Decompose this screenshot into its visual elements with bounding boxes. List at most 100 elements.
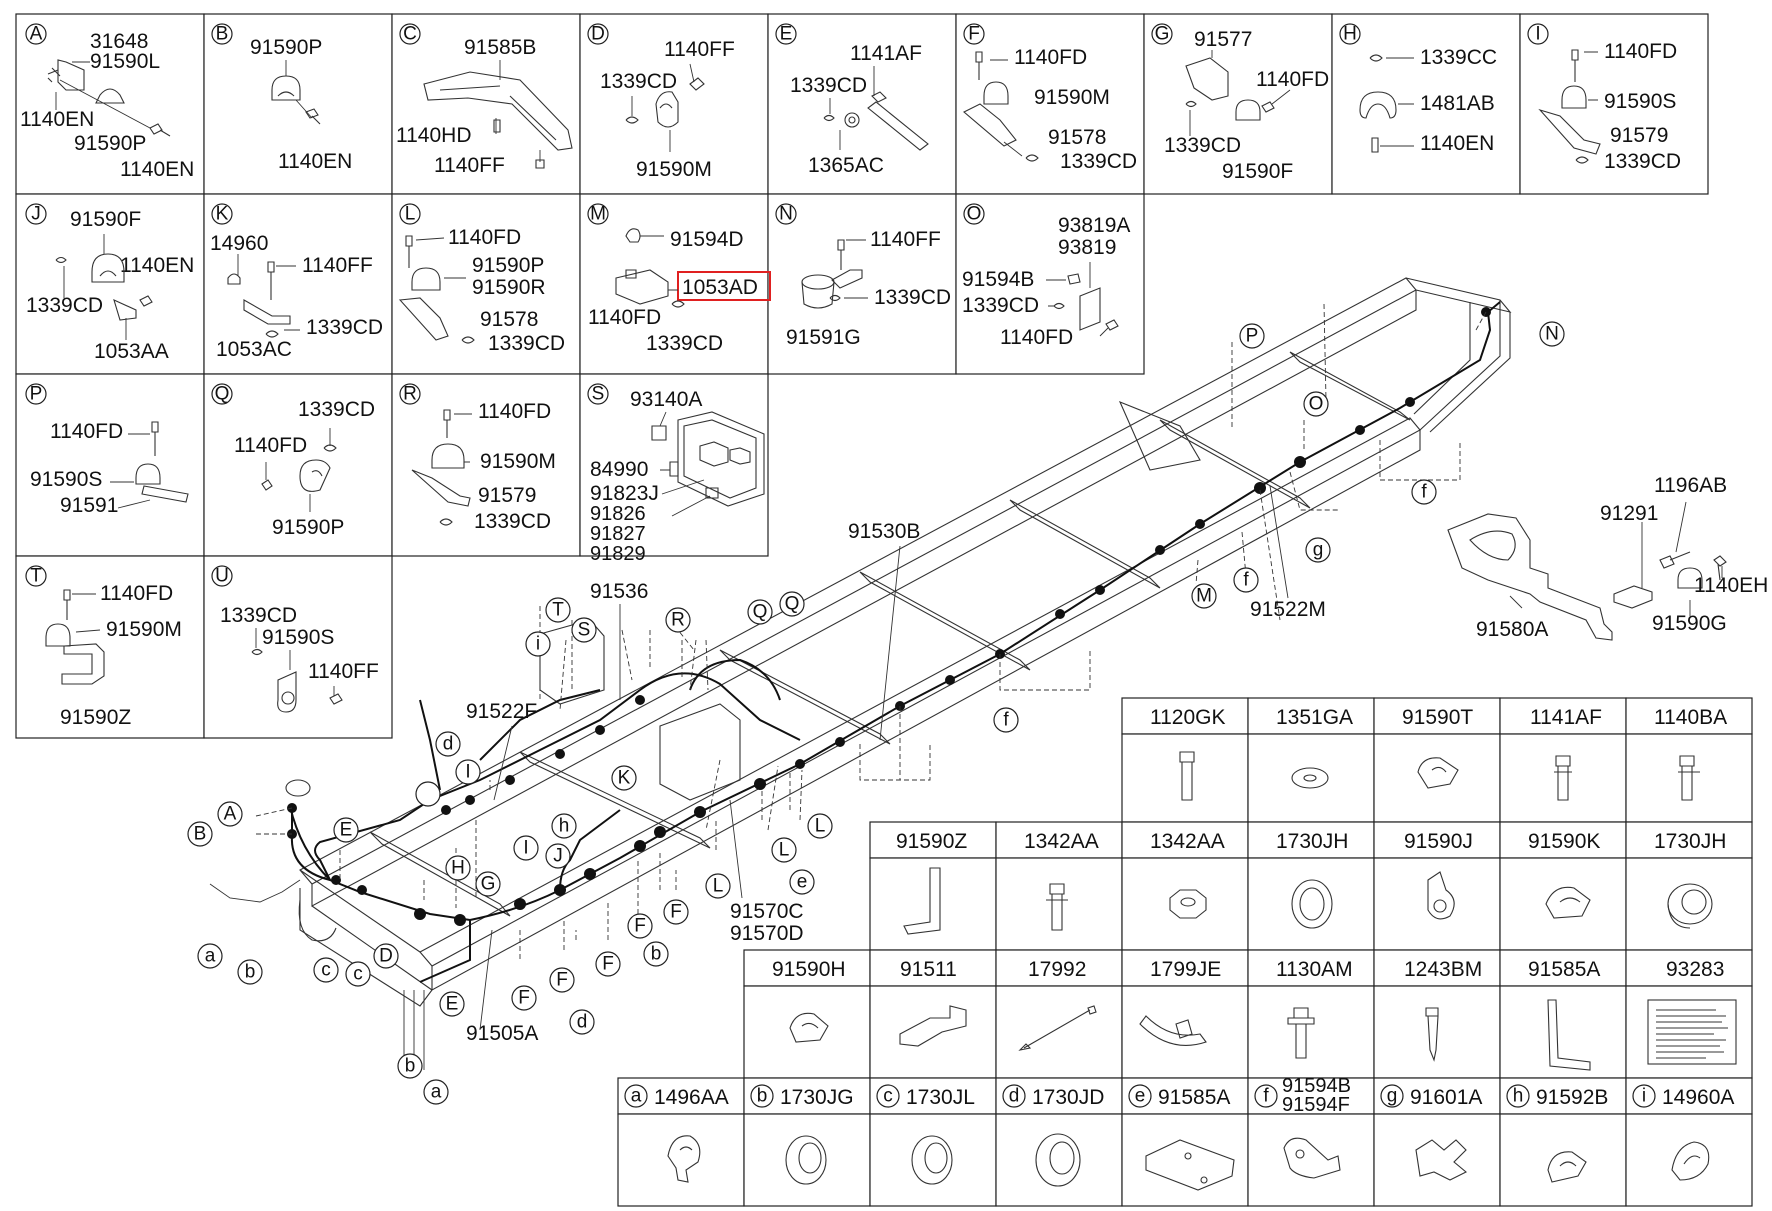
clamp-part-icon: [55, 234, 153, 340]
part-label: 1140FF: [434, 154, 505, 177]
part-label: 91590P: [272, 516, 344, 539]
panel-h: H 1339CC 1481AB 1140EN: [1339, 23, 1497, 155]
svg-text:G: G: [481, 874, 496, 895]
panel-u: U 1339CD 91590S 1140FF: [211, 565, 379, 713]
part-label: 1339CC: [1420, 46, 1497, 69]
part-label: 1141AF: [850, 42, 922, 65]
panel-n: N 1140FF 1339CD 91591G: [775, 203, 951, 349]
panel-e-letter: E: [780, 24, 793, 45]
callout-b3: b: [237, 959, 263, 985]
part-label: 1140EN: [1420, 132, 1494, 155]
label-1196ab: 1196AB: [1654, 474, 1727, 497]
part-label: 93819A: [1058, 214, 1130, 237]
part-label: 1339CD: [220, 604, 297, 627]
nut-icon: [1169, 889, 1207, 919]
part-label: 1053AA: [94, 340, 169, 363]
callout-f8: f: [1411, 479, 1437, 505]
svg-text:h: h: [1513, 1086, 1524, 1107]
part-label: 91590S: [30, 468, 102, 491]
label-91536: 91536: [590, 580, 648, 603]
svg-text:P: P: [1246, 326, 1259, 347]
panel-i-letter: I: [1535, 24, 1540, 45]
svg-text:d: d: [1009, 1086, 1020, 1107]
panel-s-letter: S: [592, 384, 605, 405]
part-label: 1053AC: [216, 338, 292, 361]
bracket-assembly: 91580A 91291 1196AB 1140EH 91590G: [1447, 474, 1768, 641]
washer-icon: [1291, 767, 1329, 789]
svg-text:e: e: [797, 872, 808, 893]
part-label: 91578: [1048, 126, 1106, 149]
part-label: 91591: [60, 494, 118, 517]
bolt-icon: [1554, 755, 1572, 801]
callout-f7: f: [993, 707, 1019, 733]
part-label: 1140FF: [302, 254, 373, 277]
strap-icon: [1018, 1005, 1097, 1051]
callout-g: G: [475, 871, 501, 897]
callout-i3: I: [513, 835, 539, 861]
label-91590g: 91590G: [1652, 612, 1727, 635]
part-label: 1339CD: [1164, 134, 1241, 157]
panel-e: E 1141AF 1339CD 1365AC: [775, 23, 929, 177]
panel-d-letter: D: [591, 24, 605, 45]
part-label: 1140FD: [50, 420, 123, 443]
label-1140eh: 1140EH: [1694, 574, 1768, 597]
callout-f3: F: [595, 951, 621, 977]
svg-text:b: b: [651, 944, 662, 965]
clip-part-icon: [47, 59, 171, 137]
part-label: 91585B: [464, 36, 536, 59]
part-label: 1339CD: [26, 294, 103, 317]
detail-panel-grid: [15, 13, 1709, 739]
part-label: 1339CD: [790, 74, 867, 97]
panel-i: I 1140FD 91590S 91579 1339CD: [1527, 23, 1681, 173]
part-label: 1140EN: [120, 254, 194, 277]
table-cell-label: 1351GA: [1276, 706, 1353, 729]
svg-text:I: I: [523, 838, 528, 859]
svg-text:N: N: [1545, 324, 1559, 345]
callout-f6: f: [1233, 567, 1259, 593]
callout-i2: i: [525, 631, 551, 657]
part-label: 1339CD: [306, 316, 383, 339]
wiring-harness: [209, 301, 1501, 1070]
callout-c1: c: [313, 957, 339, 983]
screw-icon: [1425, 1007, 1439, 1062]
table-cell-label: 91590K: [1528, 830, 1600, 853]
part-label: 91590M: [106, 618, 182, 641]
part-label: 1339CD: [298, 398, 375, 421]
panel-q-letter: Q: [215, 384, 230, 405]
callout-f5: F: [511, 985, 537, 1011]
svg-text:91592B: 91592B: [1536, 1086, 1608, 1109]
svg-text:1730JL: 1730JL: [906, 1086, 975, 1109]
bracket-icon: [1547, 999, 1591, 1071]
svg-text:d: d: [443, 734, 454, 755]
part-label: 91579: [1610, 124, 1668, 147]
callout-a2: a: [197, 943, 223, 969]
grommet-icon: [1035, 1133, 1081, 1187]
part-label: 1140EN: [120, 158, 194, 181]
callout-f2: F: [627, 913, 653, 939]
part-label: 1481AB: [1420, 92, 1495, 115]
part-label: 1140FD: [234, 434, 307, 457]
callout-b2: b: [643, 941, 669, 967]
callout-f1: F: [663, 899, 689, 925]
stud-part-icon: [823, 66, 929, 151]
clamp-bracket-icon: [963, 51, 1039, 162]
svg-text:Q: Q: [753, 602, 768, 623]
svg-text:M: M: [1196, 586, 1212, 607]
callout-u: [415, 781, 441, 807]
svg-text:S: S: [578, 620, 591, 641]
panel-t-letter: T: [30, 566, 42, 587]
clip-part-icon: [271, 60, 321, 125]
panel-q: Q 1339CD 1140FD 91590P: [211, 383, 375, 539]
plate-icon: [1145, 1139, 1235, 1191]
clamp-part-icon: [261, 428, 337, 512]
panel-d: D 1140FF 1339CD 91590M: [587, 23, 735, 181]
bracket-part-icon: [1046, 262, 1119, 337]
part-label: 1140EN: [20, 108, 94, 131]
part-label: 1339CD: [962, 294, 1039, 317]
table-cell-label: 1730JH: [1276, 830, 1348, 853]
svg-text:c: c: [883, 1086, 893, 1107]
label-91522m: 91522M: [1250, 598, 1326, 621]
svg-text:T: T: [552, 600, 564, 621]
